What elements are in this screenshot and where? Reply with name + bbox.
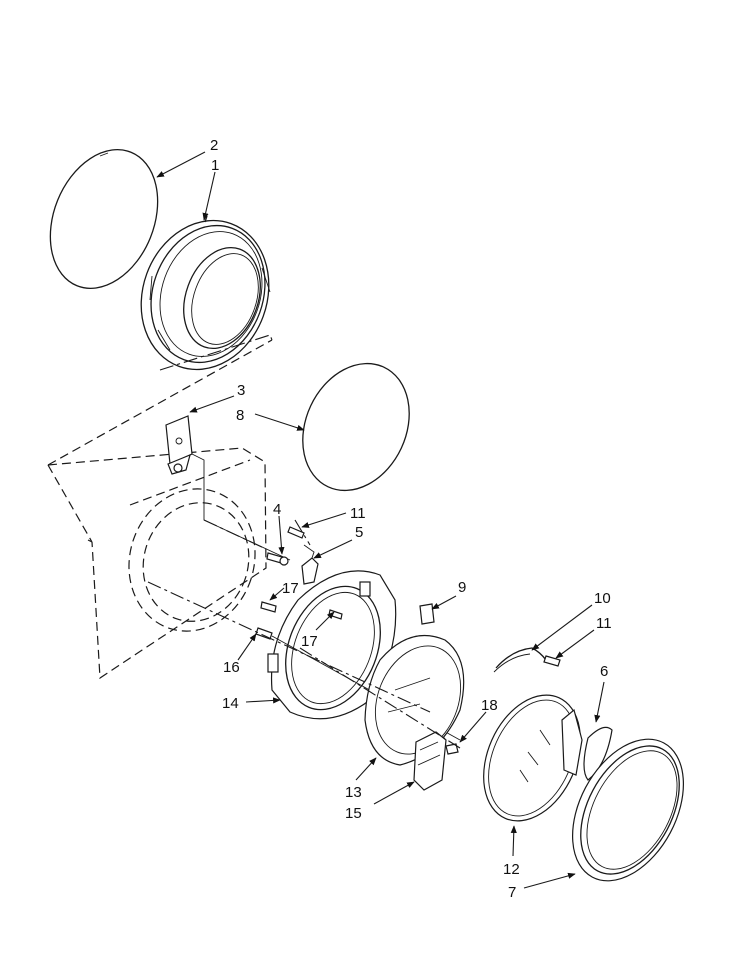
callout-18: 18 (481, 697, 498, 714)
callout-8: 8 (236, 407, 244, 424)
part-18-screw (445, 743, 459, 755)
part-3-hinge-bracket (165, 415, 291, 561)
callout-11-upper: 11 (350, 505, 366, 522)
part-10-wire (493, 647, 547, 673)
callout-16: 16 (223, 659, 240, 676)
part-2-ring (49, 149, 159, 289)
callout-5: 5 (355, 524, 363, 541)
callout-4: 4 (273, 501, 281, 518)
callout-15: 15 (345, 805, 362, 822)
callout-6: 6 (600, 663, 608, 680)
part-5-clip (301, 544, 319, 585)
callout-9: 9 (458, 579, 466, 596)
callout-11-lower: 11 (596, 615, 612, 632)
part-8-ring (302, 362, 410, 492)
part-1-door-seal (140, 215, 271, 371)
assembly-axis-lines (147, 334, 461, 749)
part-9-insert (419, 603, 435, 625)
leader-lines (156, 151, 605, 889)
callout-10: 10 (594, 590, 611, 607)
callout-17-center: 17 (301, 633, 318, 650)
callout-7: 7 (508, 884, 516, 901)
part-7-outer-door (571, 738, 685, 882)
part-12-door-glass (483, 694, 583, 822)
callout-17-left: 17 (282, 580, 299, 597)
part-15-handle-latch (413, 731, 447, 791)
part-11-screw-upper (287, 526, 305, 539)
part-6-handle-cover (583, 726, 613, 781)
part-17-screw-left (260, 601, 277, 613)
callout-3: 3 (237, 382, 245, 399)
callout-12: 12 (503, 861, 520, 878)
callout-labels: 2 1 3 8 4 11 5 17 17 16 9 10 11 6 14 18 … (210, 137, 612, 901)
part-4-screw (266, 552, 289, 566)
callout-2: 2 (210, 137, 218, 154)
part-11-screw-lower (543, 655, 561, 667)
callout-14: 14 (222, 695, 239, 712)
callout-1: 1 (211, 157, 219, 174)
part-13-inner-glass (364, 634, 465, 766)
cabinet-front-panel (47, 339, 273, 680)
callout-13: 13 (345, 784, 362, 801)
